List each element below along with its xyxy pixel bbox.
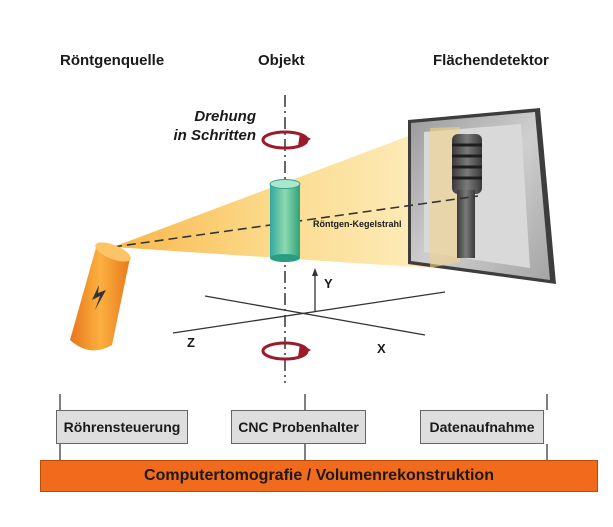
main-process-bar: Computertomografie / Volumenrekonstrukti…	[40, 460, 598, 492]
rotation-label-line2: in Schritten	[173, 127, 256, 144]
header-source: Röntgenquelle	[60, 52, 165, 69]
axis-label-x: X	[377, 341, 386, 356]
header-detector: Flächendetektor	[433, 52, 549, 69]
axis-label-y: Y	[324, 276, 333, 291]
coordinate-system	[172, 268, 446, 336]
header-object: Objekt	[258, 52, 305, 69]
flat-panel-detector	[408, 108, 556, 284]
radiation-icon	[92, 285, 106, 310]
specimen-shadow	[452, 134, 482, 258]
box-tube-control: Röhrensteuerung	[56, 410, 188, 444]
connector-lines	[59, 394, 548, 460]
xray-source	[70, 242, 131, 351]
rotation-arrow-top	[261, 130, 311, 150]
rotation-arrow-bottom	[261, 341, 311, 361]
axis-label-z: Z	[187, 335, 195, 350]
box-cnc-holder: CNC Probenhalter	[231, 410, 366, 444]
box-data-acquisition: Datenaufnahme	[420, 410, 544, 444]
rotation-label-line1: Drehung	[194, 108, 256, 125]
beam-label: Röntgen-Kegelstrahl	[313, 219, 402, 229]
object-cylinder	[269, 179, 301, 262]
rotation-label: Drehung in Schritten	[160, 107, 256, 145]
